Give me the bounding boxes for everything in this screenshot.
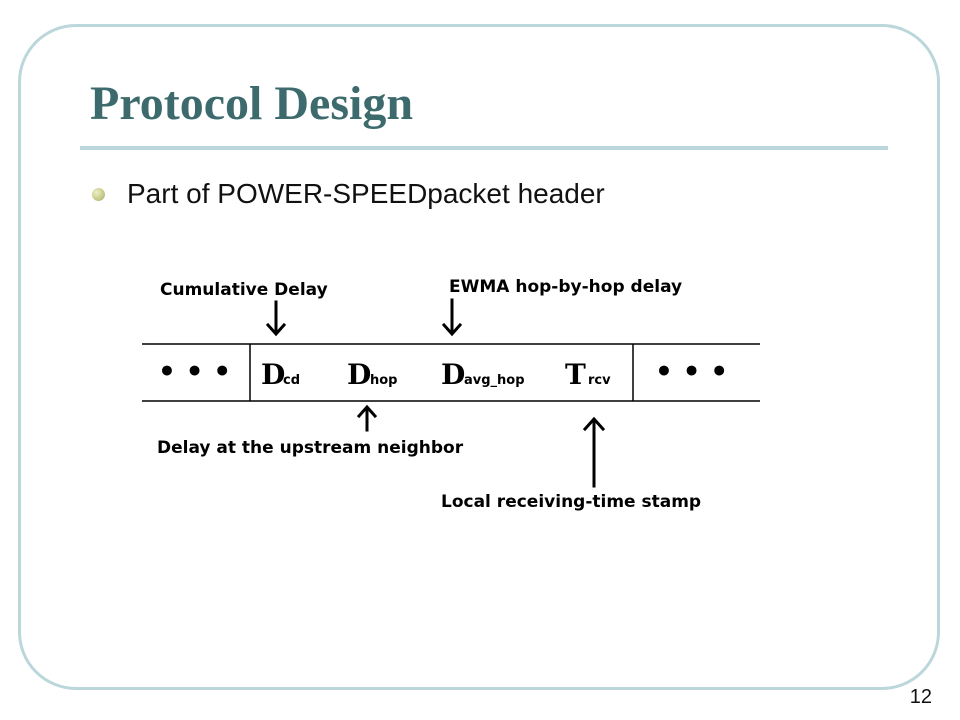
label-ewma-delay: EWMA hop-by-hop delay bbox=[449, 277, 682, 297]
bullet-dot-icon bbox=[92, 187, 105, 201]
ellipsis-left: • • • bbox=[158, 355, 231, 388]
slide-title: Protocol Design bbox=[90, 77, 414, 130]
label-upstream-delay: Delay at the upstream neighbor bbox=[157, 438, 464, 458]
arrow-down-avg-hop-icon bbox=[441, 298, 463, 337]
field-t-rcv: T rcv bbox=[565, 358, 611, 391]
arrow-down-cd-icon bbox=[265, 300, 287, 337]
ellipsis-right: • • • bbox=[655, 355, 728, 388]
field-d-cd: D cd bbox=[261, 358, 300, 391]
arrow-up-rcv-icon bbox=[582, 416, 606, 488]
label-cumulative-delay: Cumulative Delay bbox=[160, 280, 328, 300]
svg-text:rcv: rcv bbox=[588, 373, 611, 388]
slide-number: 12 bbox=[909, 686, 932, 708]
bullet-text: Part of POWER-SPEEDpacket header bbox=[127, 178, 605, 209]
bullet-item: Part of POWER-SPEEDpacket header bbox=[92, 178, 605, 210]
slide-frame bbox=[18, 24, 940, 690]
svg-text:D: D bbox=[347, 358, 371, 391]
arrow-up-hop-icon bbox=[356, 404, 378, 432]
svg-text:T: T bbox=[565, 358, 586, 391]
svg-text:cd: cd bbox=[283, 373, 300, 388]
svg-text:hop: hop bbox=[370, 373, 398, 388]
field-d-avg-hop: D avg_hop bbox=[441, 358, 525, 391]
svg-text:D: D bbox=[441, 358, 465, 391]
svg-text:avg_hop: avg_hop bbox=[464, 373, 525, 388]
title-underline bbox=[80, 146, 888, 150]
header-table bbox=[142, 343, 760, 402]
field-d-hop: D hop bbox=[347, 358, 398, 391]
label-local-timestamp: Local receiving-time stamp bbox=[441, 492, 701, 512]
svg-text:D: D bbox=[261, 358, 285, 391]
